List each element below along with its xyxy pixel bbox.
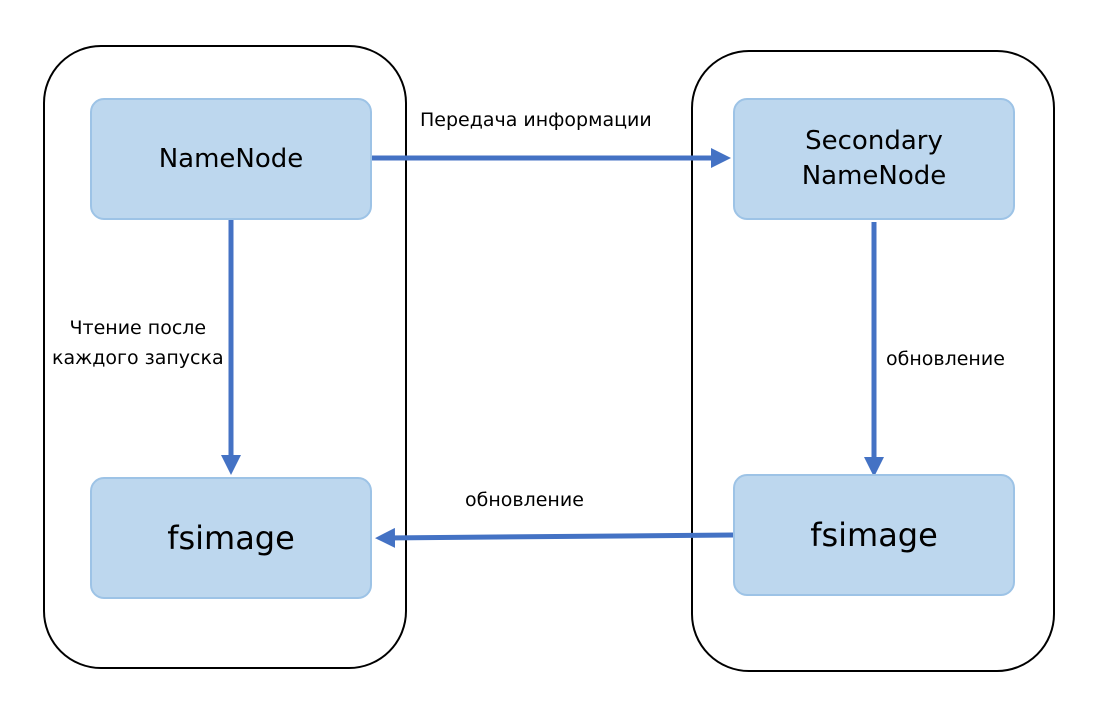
- update-bottom-label: обновление: [465, 489, 584, 511]
- secondary-namenode-box: Secondary NameNode: [733, 98, 1015, 220]
- arrow-fsimage-right-to-left: [375, 527, 734, 548]
- transfer-label: Передача информации: [420, 109, 652, 131]
- secondary-namenode-label-line1: Secondary: [805, 125, 943, 156]
- fsimage-left-label: fsimage: [167, 519, 295, 557]
- read-after-start-label: Чтение после каждого запуска: [52, 313, 224, 374]
- update-right-label: обновление: [886, 348, 1005, 370]
- fsimage-left-box: fsimage: [90, 477, 372, 599]
- secondary-namenode-label-line2: NameNode: [801, 161, 947, 191]
- fsimage-right-label: fsimage: [810, 516, 938, 554]
- read-label-line1: Чтение после: [69, 317, 207, 339]
- namenode-label: NameNode: [158, 144, 304, 174]
- namenode-box: NameNode: [90, 98, 372, 220]
- read-label-line2: каждого запуска: [52, 347, 224, 370]
- fsimage-right-box: fsimage: [733, 474, 1015, 596]
